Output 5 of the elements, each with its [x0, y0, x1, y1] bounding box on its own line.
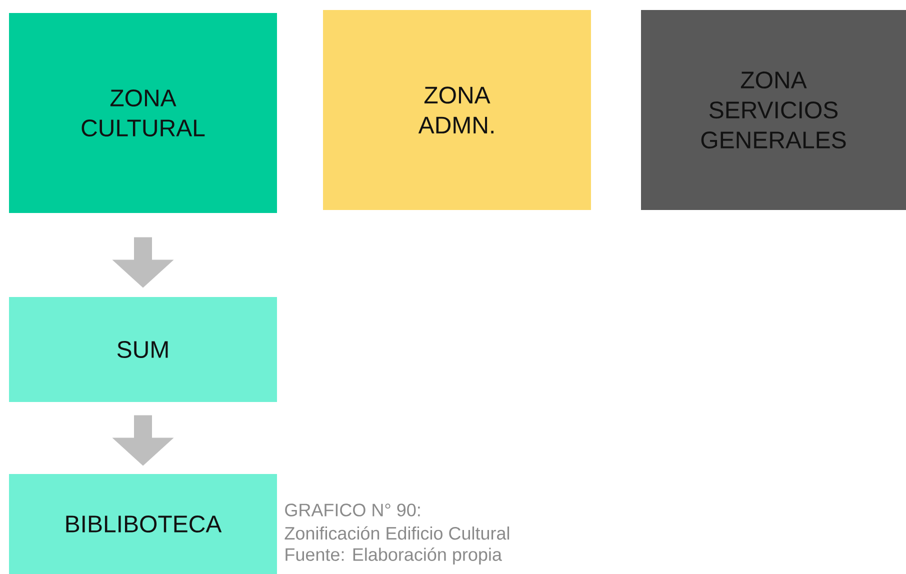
- zone-box: BIBLIBOTECA: [9, 474, 277, 574]
- zone-box: ZONA ADMN.: [323, 10, 591, 210]
- zone-box: SUM: [9, 297, 277, 402]
- zone-box: ZONA CULTURAL: [9, 13, 277, 213]
- zone-box: ZONA SERVICIOS GENERALES: [641, 10, 906, 210]
